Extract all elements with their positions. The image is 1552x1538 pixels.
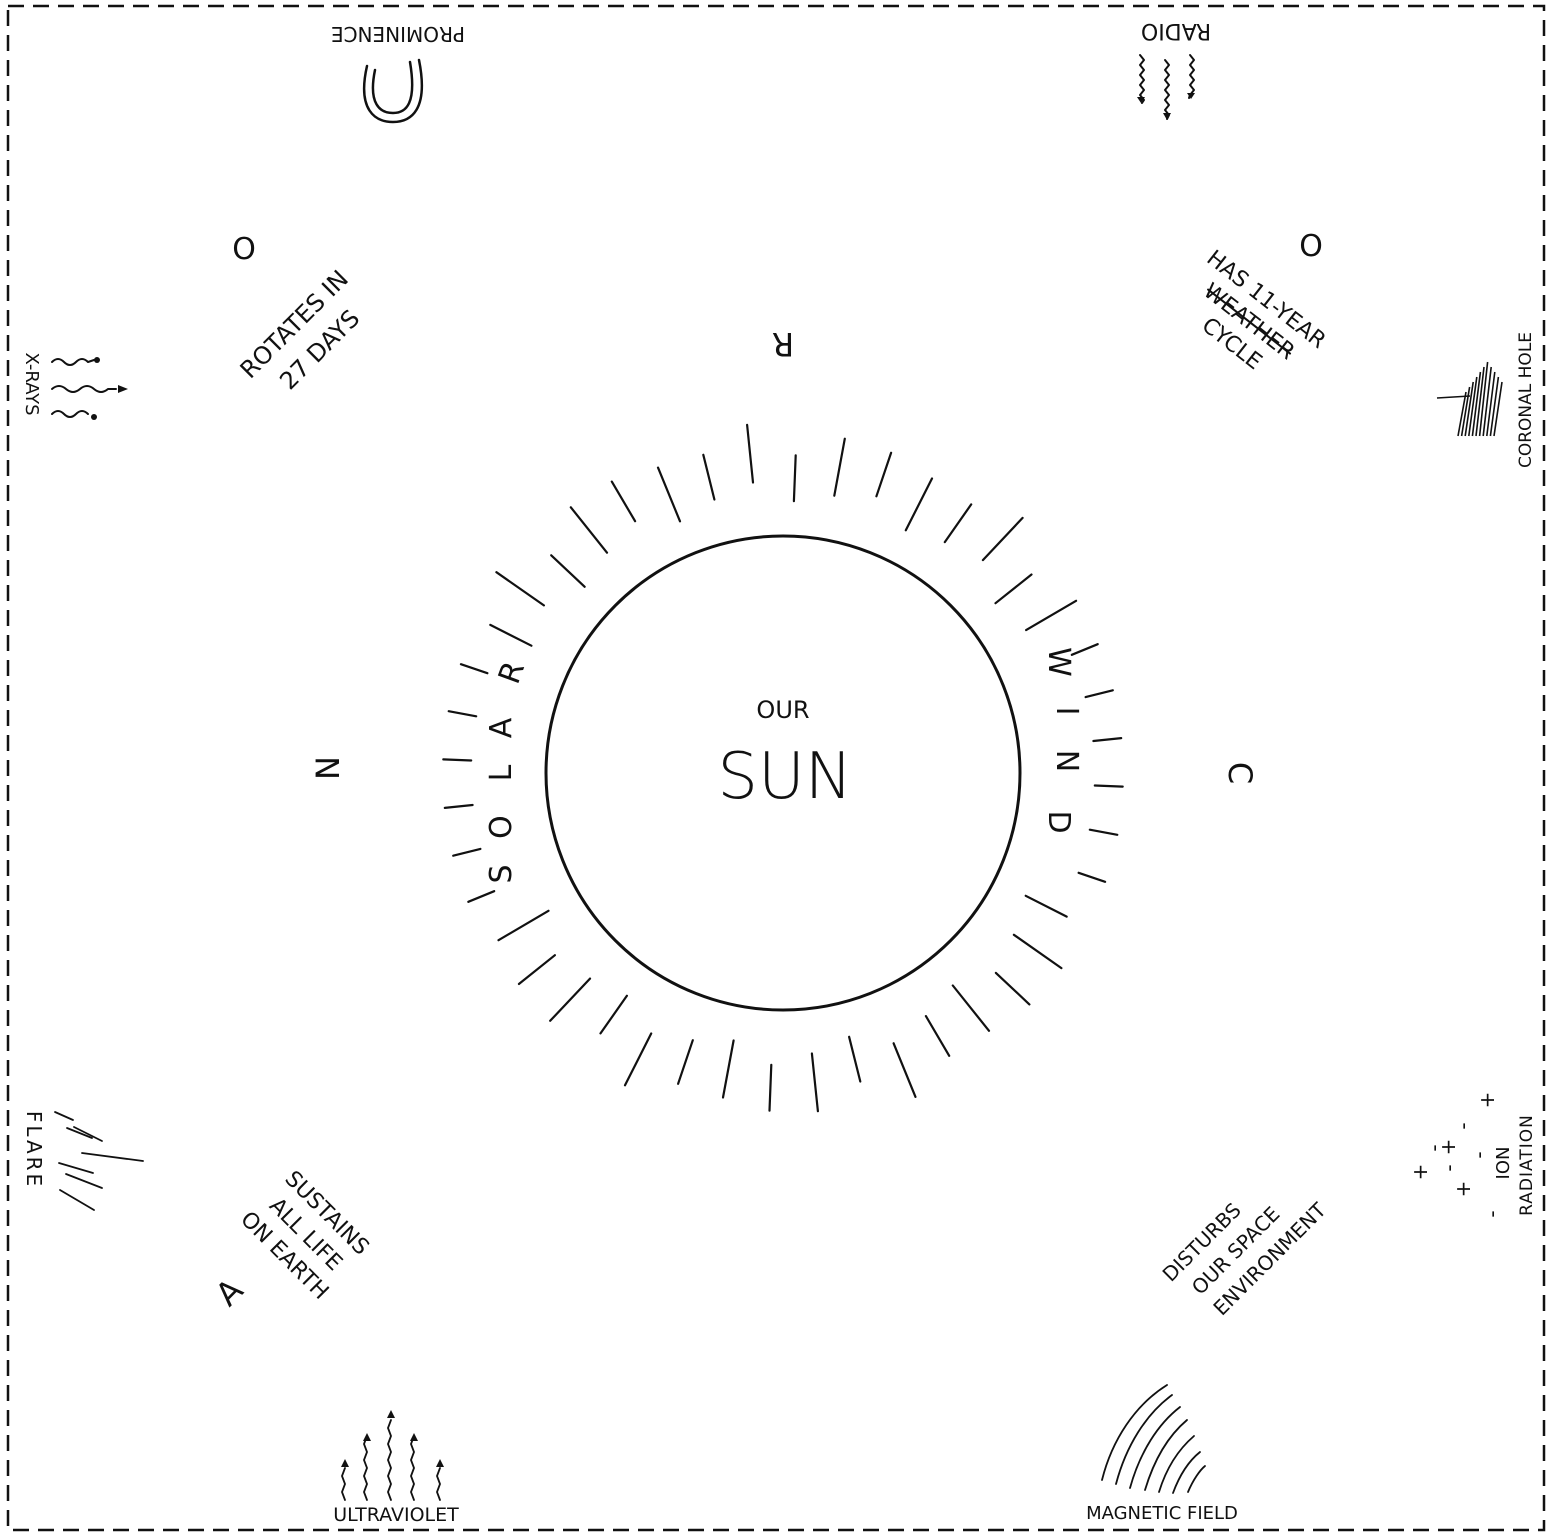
ring-letter-wind-i: I <box>1049 707 1084 716</box>
sun-ray <box>658 468 680 522</box>
sun-ray <box>996 973 1030 1005</box>
sun-ray <box>496 572 544 605</box>
sun-ray <box>1079 873 1106 882</box>
sun-ray <box>625 1034 651 1086</box>
flare-label: FLARE <box>22 1111 46 1189</box>
svg-text:-: - <box>1467 1151 1491 1158</box>
sun-ray <box>612 482 635 522</box>
coronal-hole-hatch <box>1490 377 1498 436</box>
coronal-hole-icon: CORONAL HOLE <box>1437 332 1536 468</box>
sun-ray <box>571 507 607 552</box>
sun-ray <box>445 805 473 808</box>
sun-ray <box>1086 690 1113 697</box>
radio-label: RADIO <box>1141 18 1211 43</box>
sun-ray <box>953 986 989 1031</box>
ring-letter-solar-l: L <box>484 764 519 781</box>
sun-ray <box>747 425 753 483</box>
svg-text:-: - <box>1451 1122 1475 1129</box>
outer-letter-n-left: N <box>309 756 347 780</box>
sun-ray <box>1093 738 1121 741</box>
ion-radiation-label: RADIATION <box>1517 1114 1537 1216</box>
phrase-disturbs: DISTURBS OUR SPACE ENVIRONMENT <box>1158 1155 1332 1329</box>
sun-big-label: SUN <box>717 740 852 814</box>
svg-text:-: - <box>1480 1210 1504 1217</box>
sun-ray <box>1095 786 1123 787</box>
sun-ray <box>983 518 1023 560</box>
sun-ray <box>490 625 531 646</box>
ring-letter-solar-r: R <box>492 657 532 689</box>
sun-ray <box>906 479 932 531</box>
sun-ray <box>996 575 1032 604</box>
sun-ray <box>443 759 471 760</box>
sun-ray <box>926 1016 949 1056</box>
ring-letter-solar-a: A <box>484 717 519 738</box>
ring-letter-wind-n: N <box>1049 750 1084 772</box>
sun-ray <box>812 1054 818 1112</box>
prominence-label: PROMINENCE <box>331 22 465 46</box>
sun-ray <box>1026 896 1067 917</box>
sun-ray <box>453 849 480 856</box>
phrase-rotates: ROTATES IN 27 DAYS <box>235 265 380 410</box>
magnetic-field-icon: MAGNETIC FIELD <box>1086 1385 1238 1524</box>
ultraviolet-label: ULTRAVIOLET <box>333 1504 459 1526</box>
svg-text:+: + <box>1475 1092 1499 1109</box>
svg-text:+: + <box>1451 1181 1475 1198</box>
svg-text:+: + <box>1436 1139 1460 1156</box>
sun-ray <box>849 1037 860 1082</box>
prominence-icon: PROMINENCE <box>331 22 465 122</box>
svg-text:-: - <box>1437 1164 1461 1171</box>
coronal-hole-hatch <box>1483 367 1491 436</box>
outer-letter-c-right: C <box>1221 762 1259 784</box>
ring-letter-solar-o: O <box>484 815 519 839</box>
magnetic-field-label: MAGNETIC FIELD <box>1086 1503 1238 1524</box>
ion-radiation-icon: + - + - + + - - - ION RADIATION <box>1408 1092 1537 1218</box>
sun-ray <box>519 955 555 984</box>
flare-icon: FLARE <box>22 1111 143 1210</box>
outer-letter-r-top: R <box>772 325 794 363</box>
sun-ray <box>723 1041 734 1098</box>
coronal-hole-label: CORONAL HOLE <box>1516 332 1536 468</box>
sun-ray <box>449 711 477 716</box>
svg-text:+: + <box>1408 1164 1432 1181</box>
sun-ray <box>499 911 549 940</box>
sun-ray <box>550 979 590 1021</box>
coronal-hole-hatch <box>1487 372 1495 436</box>
ultraviolet-icon: ULTRAVIOLET <box>333 1410 459 1526</box>
phrase-cycle: HAS 11-YEAR WEATHER CYCLE <box>1167 246 1330 398</box>
sun-ray <box>945 504 971 542</box>
sun-ray <box>468 891 494 902</box>
outer-letter-o-top-left: O <box>232 232 256 267</box>
ring-letter-solar-s: S <box>484 864 519 883</box>
phrase-sustains: SUSTAINS ALL LIFE ON EARTH <box>235 1164 375 1304</box>
ring-letter-wind-d: D <box>1041 810 1076 833</box>
outer-letter-o-top-right: O <box>1299 229 1323 264</box>
coronal-hole-hatch <box>1494 382 1502 436</box>
x-rays-label: X-RAYS <box>21 352 42 415</box>
sun-ray <box>678 1040 693 1084</box>
sun-ray <box>601 996 627 1034</box>
sun-ray <box>770 1065 772 1111</box>
outer-letter-a-bottom-left: A <box>208 1271 250 1313</box>
sun-ray <box>876 453 891 497</box>
sun-ray <box>461 664 488 673</box>
ring-letter-wind-w: W <box>1041 647 1076 677</box>
sun-ray <box>1026 601 1076 630</box>
ion-label: ION <box>1493 1147 1514 1180</box>
x-rays-icon: X-RAYS <box>21 352 128 420</box>
sun-ray <box>551 555 585 587</box>
sun-ray <box>894 1043 916 1097</box>
sun-ray <box>794 455 796 501</box>
radio-icon: RADIO <box>1137 18 1211 120</box>
sun-ray <box>1014 935 1062 968</box>
sun-ray <box>1090 830 1118 835</box>
sun-ray <box>834 439 845 496</box>
sun-small-label: OUR <box>756 696 809 724</box>
sun-ray <box>703 455 714 500</box>
